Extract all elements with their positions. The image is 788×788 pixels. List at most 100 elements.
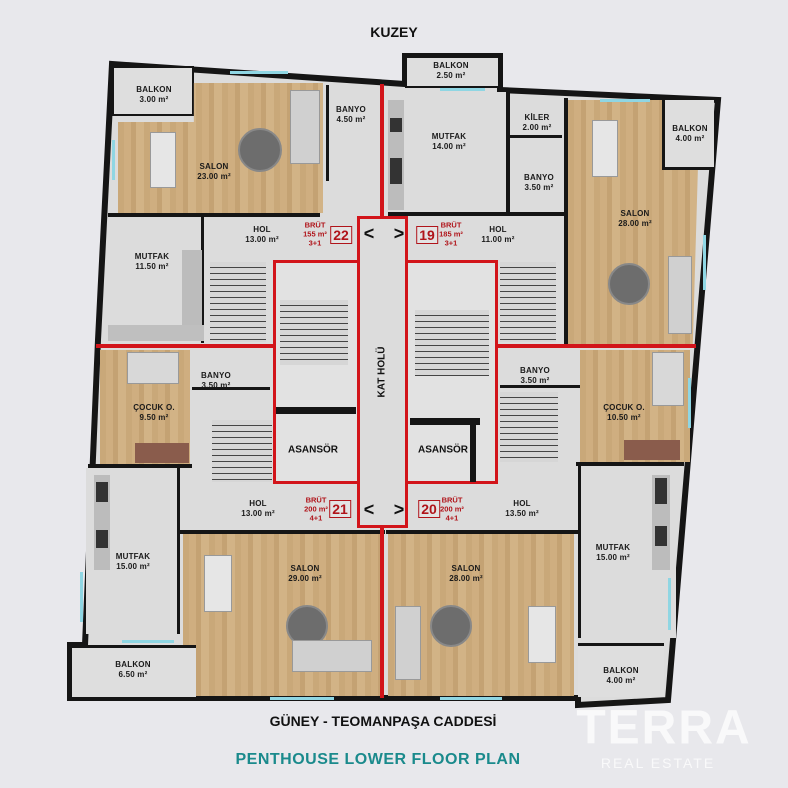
room-area: 15.00 m² xyxy=(116,562,150,571)
room-name: BANYO xyxy=(524,173,554,182)
window xyxy=(440,88,485,91)
north-label: KUZEY xyxy=(370,24,418,40)
room-22-balkon xyxy=(112,66,194,116)
window xyxy=(122,640,174,643)
room-name: BALKON xyxy=(672,124,708,133)
window xyxy=(270,697,334,700)
bed-icon xyxy=(127,352,179,384)
arrow-left-north: < xyxy=(363,223,375,244)
room-area: 3.50 m² xyxy=(524,183,554,192)
arrow-right-south: > xyxy=(393,499,405,520)
room-22-banyo xyxy=(326,85,376,181)
sofa-icon xyxy=(292,640,372,672)
room-name: SALON xyxy=(199,162,229,171)
wall xyxy=(386,530,578,534)
dining-table-icon xyxy=(528,606,556,663)
room-area: 23.00 m² xyxy=(197,172,231,181)
window xyxy=(440,697,502,700)
room-20-banyo xyxy=(500,350,595,388)
room-name: BANYO xyxy=(336,105,366,114)
room-19-mutfak xyxy=(388,92,508,212)
window xyxy=(600,99,650,102)
room-name: SALON xyxy=(290,564,320,573)
watermark-brand: TERRA xyxy=(576,701,752,755)
window xyxy=(703,235,706,290)
unit-boundary-line xyxy=(380,528,384,698)
room-19-banyo xyxy=(510,140,562,212)
room-area: 3.50 m² xyxy=(201,381,231,390)
dining-table-icon xyxy=(204,555,232,612)
unit-22-number: 22 xyxy=(330,226,352,244)
stairs xyxy=(500,392,558,462)
dining-table-icon xyxy=(592,120,618,177)
room-area: 13.00 m² xyxy=(241,509,275,518)
cooktop-icon xyxy=(390,158,402,184)
room-name: KİLER xyxy=(524,113,550,122)
room-name: BANYO xyxy=(201,371,231,380)
desk-icon xyxy=(135,443,189,463)
arrow-right-north: > xyxy=(393,223,405,244)
sofa-icon xyxy=(290,90,320,164)
room-name: MUTFAK xyxy=(134,252,170,261)
room-19-balkon-north xyxy=(405,56,500,88)
gross-area: 200 m² xyxy=(440,504,464,514)
room-19-kiler xyxy=(510,100,562,138)
bed-icon xyxy=(652,352,684,406)
room-name: BALKON xyxy=(115,660,151,669)
room-area: 2.00 m² xyxy=(522,123,552,132)
rug-icon xyxy=(238,128,282,172)
rug-icon xyxy=(430,605,472,647)
elevator-right: ASANSÖR xyxy=(417,444,469,456)
room-name: HOL xyxy=(253,225,271,234)
gross-area: 200 m² xyxy=(304,504,328,514)
room-name: BALKON xyxy=(603,666,639,675)
wall xyxy=(410,418,480,425)
wall xyxy=(564,98,568,348)
arrow-left-south: < xyxy=(363,499,375,520)
unit-boundary-line xyxy=(498,344,696,348)
room-name: HOL xyxy=(489,225,507,234)
oven-icon xyxy=(390,118,402,132)
room-name: MUTFAK xyxy=(115,552,151,561)
cooktop-icon xyxy=(655,526,667,546)
unit-21-number: 21 xyxy=(329,500,351,518)
window xyxy=(688,378,691,428)
window xyxy=(230,71,288,74)
sofa-icon xyxy=(395,606,421,680)
gross-label: BRÜT xyxy=(440,220,462,230)
kitchen-counter xyxy=(182,250,202,325)
kat-holu-corridor xyxy=(357,216,408,528)
wall xyxy=(108,213,320,217)
kitchen-counter xyxy=(108,325,204,341)
unit-19-number: 19 xyxy=(416,226,438,244)
stairs xyxy=(280,300,348,365)
stairs xyxy=(415,310,489,376)
room-area: 6.50 m² xyxy=(118,670,148,679)
dining-table-icon xyxy=(150,132,176,188)
stairs xyxy=(212,420,272,482)
room-area: 4.00 m² xyxy=(606,676,636,685)
stairs xyxy=(210,262,266,342)
room-21-banyo xyxy=(192,352,270,390)
stairs xyxy=(500,262,556,342)
kitchen-counter xyxy=(388,100,404,210)
label-21-cocuk: ÇOCUK O.9.50 m² xyxy=(133,403,175,423)
oven-icon xyxy=(655,478,667,504)
room-area: 11.00 m² xyxy=(481,235,515,244)
room-area: 3.00 m² xyxy=(139,95,169,104)
gross-label: BRÜT xyxy=(441,495,463,505)
